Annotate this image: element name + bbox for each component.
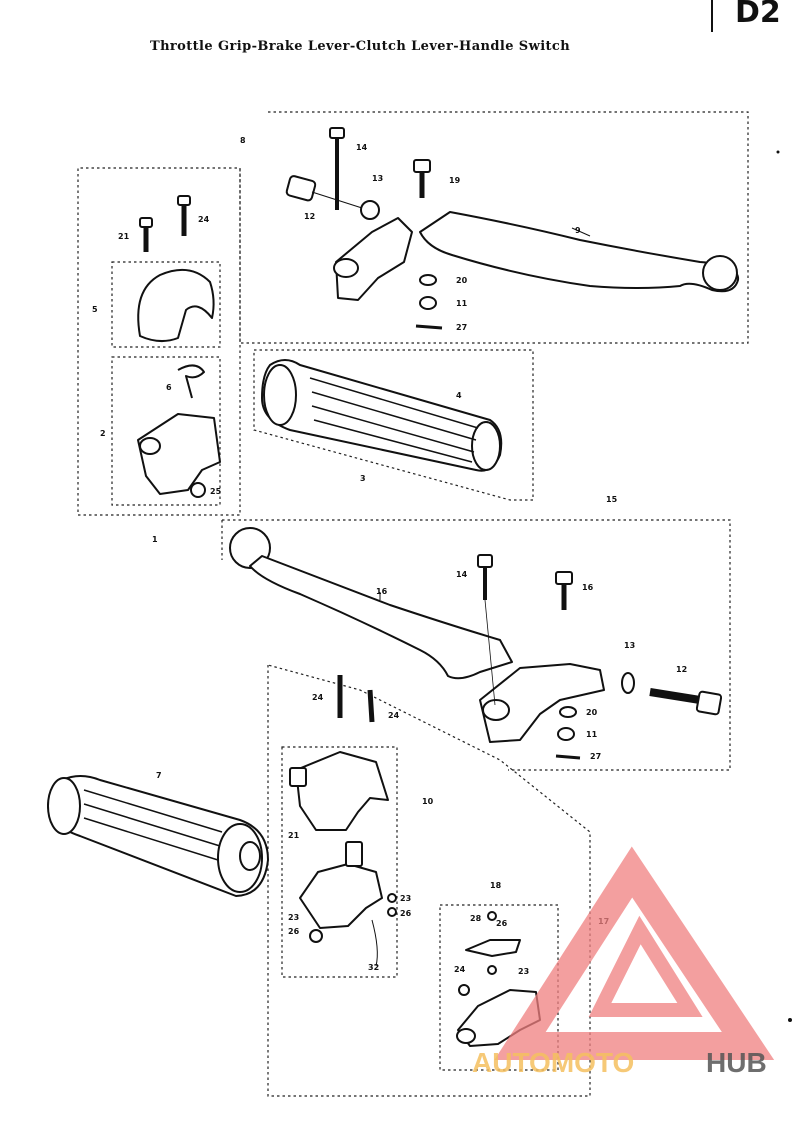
washer-20b — [559, 706, 577, 718]
callout-11b: 11 — [586, 730, 598, 739]
cap-sub-box — [111, 261, 221, 348]
brake-lever-holder — [479, 663, 605, 743]
cotter-pin-27 — [415, 324, 443, 330]
nut-11b — [557, 727, 575, 741]
callout-10: 10 — [422, 797, 434, 806]
throttle-holder — [137, 413, 221, 495]
callout-26b: 26 — [288, 927, 300, 936]
callout-20: 20 — [456, 276, 468, 285]
clutch-lever-holder — [333, 217, 413, 301]
callout-13b: 13 — [624, 641, 635, 650]
callout-27: 27 — [456, 323, 467, 332]
screw-24 — [177, 195, 191, 236]
handle-grip — [47, 775, 269, 897]
cable-spring-6 — [177, 364, 205, 399]
callout-26c: 26 — [496, 919, 508, 928]
callout-7: 7 — [156, 771, 162, 780]
nut-11 — [419, 296, 437, 310]
callout-25: 25 — [210, 487, 222, 496]
callout-13: 13 — [372, 174, 383, 183]
callout-26a: 26 — [400, 909, 412, 918]
page-code: D2 — [735, 0, 781, 30]
callout-12: 12 — [304, 212, 315, 221]
callout-24: 24 — [198, 215, 210, 224]
switch-screw-23 — [387, 893, 397, 903]
throttle-grip — [261, 359, 503, 472]
clutch-pivot-bolt — [329, 127, 345, 210]
callout-21b: 21 — [288, 831, 300, 840]
callout-18: 18 — [490, 881, 502, 890]
holder-sub-box — [111, 356, 221, 506]
callout-24c: 24 — [388, 711, 400, 720]
callout-6: 6 — [166, 383, 172, 392]
callout-24b: 24 — [312, 693, 324, 702]
brake-lever — [229, 527, 513, 680]
callout-24d: 24 — [454, 965, 466, 974]
switch-contact-plate — [465, 939, 521, 957]
callout-23c: 23 — [518, 967, 529, 976]
switch-housing-upper — [289, 751, 389, 831]
switch-screw-24b — [367, 689, 375, 723]
switch-housing-lower — [299, 841, 383, 967]
callout-5: 5 — [92, 305, 98, 314]
switch-group-box — [267, 664, 591, 1097]
clutch-lever-group-box — [77, 111, 749, 516]
callout-14b: 14 — [456, 570, 468, 579]
callout-23b: 23 — [288, 913, 299, 922]
callout-3: 3 — [360, 474, 366, 483]
brake-lever-group-box — [222, 519, 731, 771]
callout-16b: 16 — [376, 587, 388, 596]
callout-15: 15 — [606, 495, 618, 504]
washer-20 — [419, 274, 437, 286]
switch-screw-26 — [309, 929, 323, 943]
callout-14: 14 — [356, 143, 368, 152]
brake-pivot-bolt — [477, 554, 496, 706]
clutch-lever — [419, 211, 740, 293]
switch-screw-24d — [458, 984, 470, 996]
switch-screw-24c — [387, 907, 397, 917]
callout-28: 28 — [470, 914, 482, 923]
callout-1: 1 — [152, 535, 158, 544]
watermark-logo — [494, 846, 775, 1060]
callout-23a: 23 — [400, 894, 411, 903]
clutch-screw-19 — [413, 159, 431, 198]
watermark-brand-part2: HUB — [706, 1047, 767, 1078]
switch-spring — [487, 965, 497, 975]
speck — [788, 1018, 792, 1022]
callout-11: 11 — [456, 299, 468, 308]
watermark-brand-part1: AUTOMOTO — [472, 1047, 634, 1078]
adjuster-bolt-22 — [649, 688, 723, 716]
diagram-title: Throttle Grip-Brake Lever-Clutch Lever-H… — [150, 39, 570, 54]
speck — [776, 150, 780, 154]
screw-25 — [190, 482, 206, 498]
callout-21: 21 — [118, 232, 130, 241]
callout-2: 2 — [100, 429, 106, 438]
callout-8: 8 — [240, 136, 246, 145]
throttle-grip-box — [253, 349, 534, 501]
callout-32: 32 — [368, 963, 379, 972]
callout-19: 19 — [449, 176, 461, 185]
switch-sub-box — [281, 746, 398, 978]
clutch-adjuster-bolt — [285, 175, 380, 220]
brake-screw-16 — [555, 571, 573, 610]
screw-21 — [139, 217, 153, 252]
switch-screw-23b — [487, 911, 497, 921]
callout-16a: 16 — [582, 583, 594, 592]
callout-27b: 27 — [590, 752, 601, 761]
callout-20b: 20 — [586, 708, 598, 717]
callout-12b: 12 — [676, 665, 687, 674]
cotter-pin-27b — [555, 754, 581, 760]
callout-4: 4 — [456, 391, 462, 400]
holder-cap — [137, 268, 215, 342]
callout-9: 9 — [575, 226, 581, 235]
washer-13b — [621, 672, 635, 694]
